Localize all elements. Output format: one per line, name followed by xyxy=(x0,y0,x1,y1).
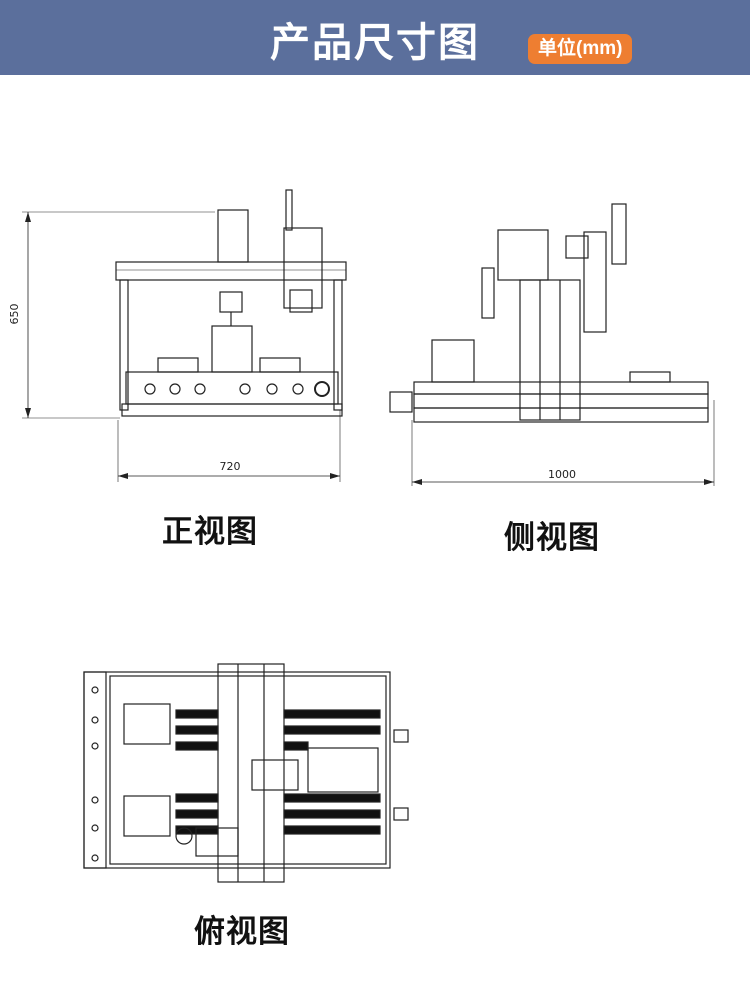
page-title: 产品尺寸图 xyxy=(270,21,480,65)
header-bar: 产品尺寸图 单位(mm) xyxy=(0,0,750,75)
front-view-caption: 正视图 xyxy=(162,514,258,550)
front-height-dim: 650 xyxy=(8,304,21,325)
side-length-dim: 1000 xyxy=(548,468,576,481)
top-view-caption: 俯视图 xyxy=(194,914,290,950)
side-view-caption: 侧视图 xyxy=(504,520,600,556)
side-view-drawing xyxy=(389,203,715,486)
top-view-drawing xyxy=(83,663,409,883)
front-width-dim: 720 xyxy=(220,460,241,473)
unit-badge: 单位(mm) xyxy=(528,34,633,64)
front-view-drawing xyxy=(22,189,347,482)
